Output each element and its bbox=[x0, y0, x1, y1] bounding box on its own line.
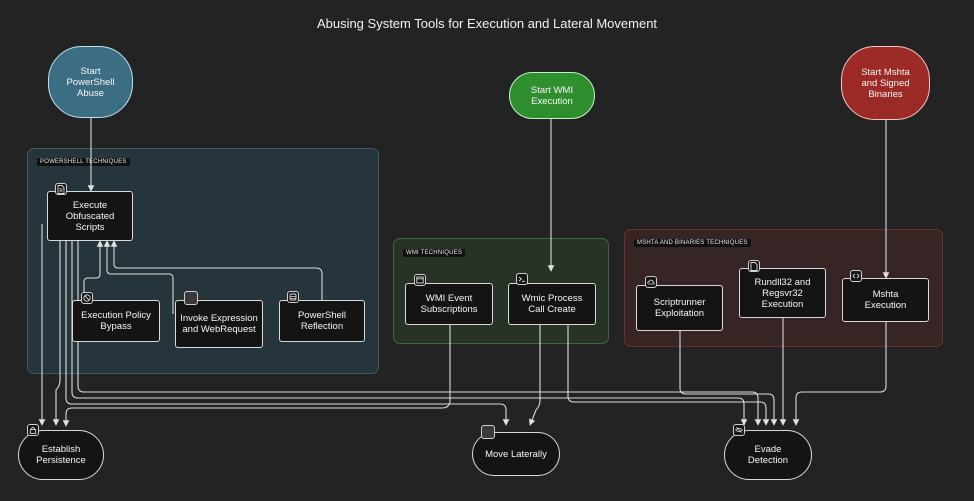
start-mshta-node[interactable]: Start Mshta and Signed Binaries bbox=[841, 46, 930, 120]
wmi-group-label: WMI TECHNIQUES bbox=[403, 249, 466, 257]
edge-obfuscated-to-evade bbox=[71, 241, 748, 426]
edge-scriptrunner-to-evade bbox=[679, 331, 778, 426]
start-wmi-node[interactable]: Start WMI Execution bbox=[509, 72, 595, 119]
powershell-reflection-label: PowerShell Reflection bbox=[297, 310, 347, 332]
powershell-group-label: POWERSHELL TECHNIQUES bbox=[37, 158, 130, 166]
eye-slash-icon bbox=[733, 424, 745, 436]
start-powershell-node[interactable]: Start PowerShell Abuse bbox=[48, 46, 133, 118]
edge-wmi-event-to-persistence bbox=[62, 325, 451, 427]
lock-icon bbox=[27, 424, 39, 436]
edge-reflection-to-obfuscated bbox=[110, 240, 323, 300]
code-icon bbox=[850, 270, 862, 282]
window-icon bbox=[414, 274, 426, 286]
edge-wmic-to-move bbox=[529, 325, 541, 426]
rundll-regsvr-label: Rundll32 and Regsvr32 Execution bbox=[754, 276, 811, 310]
edge-policy-to-obfuscated bbox=[83, 240, 104, 318]
start-wmi-label: Start WMI Execution bbox=[530, 84, 574, 107]
edge-mshta-to-evade bbox=[792, 322, 887, 426]
rundll-regsvr-node[interactable]: Rundll32 and Regsvr32 Execution bbox=[739, 268, 826, 318]
wmic-process-node[interactable]: Wmic Process Call Create bbox=[508, 283, 596, 325]
edge-obfuscated-to-move bbox=[65, 241, 510, 426]
invoke-expression-label: Invoke Expression and WebRequest bbox=[180, 313, 258, 335]
evade-detection-node[interactable]: Evade Detection bbox=[724, 430, 812, 480]
start-powershell-label: Start PowerShell Abuse bbox=[66, 65, 115, 99]
blank-square-icon bbox=[184, 291, 198, 305]
mshta-execution-label: Mshta Execution bbox=[864, 289, 907, 311]
obfuscated-scripts-node[interactable]: Execute Obfuscated Scripts bbox=[47, 191, 133, 241]
cloud-icon bbox=[645, 276, 657, 288]
terminal-icon bbox=[516, 273, 528, 285]
file-icon bbox=[748, 260, 760, 272]
blank-square-icon bbox=[481, 425, 495, 439]
powershell-reflection-node[interactable]: PowerShell Reflection bbox=[279, 300, 365, 342]
invoke-expression-node[interactable]: Invoke Expression and WebRequest bbox=[175, 300, 263, 348]
edge-wmic-to-evade bbox=[567, 325, 770, 426]
edge-policy-to-evade bbox=[77, 241, 762, 426]
start-mshta-label: Start Mshta and Signed Binaries bbox=[861, 66, 910, 100]
execution-policy-bypass-node[interactable]: Execution Policy Bypass bbox=[72, 300, 160, 342]
edge-obfuscated-to-persistence-b bbox=[52, 241, 61, 426]
move-laterally-node[interactable]: Move Laterally bbox=[472, 432, 560, 476]
establish-persistence-label: Establish Persistence bbox=[36, 444, 86, 466]
diagram-title: Abusing System Tools for Execution and L… bbox=[316, 16, 658, 31]
move-laterally-label: Move Laterally bbox=[485, 448, 547, 460]
wmic-process-label: Wmic Process Call Create bbox=[521, 293, 583, 315]
database-icon bbox=[287, 291, 299, 303]
document-icon bbox=[55, 183, 67, 195]
wmi-event-subscriptions-label: WMI Event Subscriptions bbox=[420, 293, 478, 315]
mshta-group-label: MSHTA AND BINARIES TECHNIQUES bbox=[634, 239, 751, 247]
mshta-execution-node[interactable]: Mshta Execution bbox=[842, 278, 929, 322]
scriptrunner-exploitation-label: Scriptrunner Exploitation bbox=[653, 297, 706, 319]
evade-detection-label: Evade Detection bbox=[747, 444, 789, 466]
establish-persistence-node[interactable]: Establish Persistence bbox=[18, 430, 104, 480]
scriptrunner-exploitation-node[interactable]: Scriptrunner Exploitation bbox=[636, 285, 723, 331]
blocked-shield-icon bbox=[81, 292, 93, 304]
wmi-event-subscriptions-node[interactable]: WMI Event Subscriptions bbox=[405, 283, 493, 325]
execution-policy-bypass-label: Execution Policy Bypass bbox=[81, 310, 151, 332]
obfuscated-scripts-label: Execute Obfuscated Scripts bbox=[65, 199, 115, 233]
edge-invoke-to-obfuscated bbox=[103, 240, 174, 314]
